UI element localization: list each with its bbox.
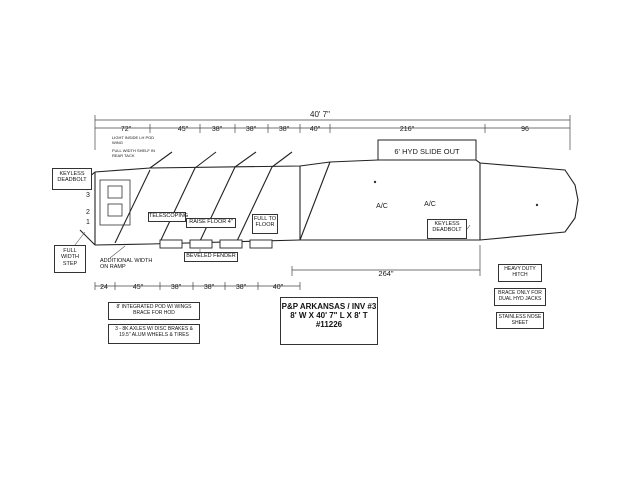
telescoping-callout: TELESCOPING [148, 212, 189, 222]
tack-note-1-label: LIGHT INSIDE LH POD WING [112, 135, 155, 145]
axle-note-box: 3 - 8K AXLES W/ DISC BRAKES & 19.5" ALUM… [108, 324, 200, 344]
full-to-floor-label: FULL TO FLOOR [253, 216, 277, 229]
top-segment-label: 38" [279, 126, 290, 133]
tack-note-2-label: FULL WIDTH SHELF IN REAR TACK [112, 148, 155, 158]
bottom-segment-label: 38" [171, 284, 182, 291]
overall-dimension [94, 115, 571, 150]
top-segment-label: 40" [310, 126, 321, 133]
brace-note-box: BRACE ONLY FOR DUAL HYD JACKS [494, 288, 546, 306]
bottom-segment-label: 40" [273, 284, 284, 291]
hitch-note-box: HEAVY DUTY HITCH [498, 264, 542, 282]
pod-note-label: 8' INTEGRATED POD W/ WINGS BRACE FOR HOD [116, 304, 192, 316]
bottom-segment-label: 24 [100, 284, 108, 291]
tack-note-2-callout: FULL WIDTH SHELF IN REAR TACK [112, 148, 158, 158]
beveled-fender-label: BEVELED FENDER [186, 253, 236, 259]
keyless-deadbolt-left-label: KEYLESS DEADBOLT [57, 171, 87, 184]
full-to-floor-callout: FULL TO FLOOR [252, 214, 278, 234]
keyless-deadbolt-right-callout: KEYLESS DEADBOLT [427, 219, 467, 239]
top-segment-label: 45" [178, 126, 189, 133]
keyless-deadbolt-left-callout: KEYLESS DEADBOLT [52, 168, 92, 190]
raise-floor-label: RAISE FLOOR 4" [189, 219, 233, 225]
divider-number: 1 [86, 219, 90, 226]
rear-tack-area [99, 179, 131, 226]
top-segment-labels: 72" 45" 38" 38" 38" 40" 216" 96 [121, 126, 529, 133]
full-width-step-label: FULL WIDTH STEP [60, 248, 80, 267]
keyless-deadbolt-right-label: KEYLESS DEADBOLT [432, 221, 462, 234]
top-segment-label: 38" [212, 126, 223, 133]
bottom-segment-label: 45" [133, 284, 144, 291]
overall-dimension-label: 40' 7" [310, 110, 330, 119]
fixture-dot [373, 180, 377, 184]
top-segment-dimension-line [95, 124, 570, 133]
top-segment-label: 38" [246, 126, 257, 133]
full-width-step-callout: FULL WIDTH STEP [54, 245, 86, 273]
slide-out-label: 6' HYD SLIDE OUT [394, 147, 460, 156]
top-segment-label: 96 [521, 126, 529, 133]
title-line-2: 8' W X 40' 7" L X 8' T [290, 311, 368, 321]
slide-offset-label: 264" [378, 269, 394, 278]
beveled-fender-callout: BEVELED FENDER [184, 252, 238, 262]
bottom-segment-label: 38" [236, 284, 247, 291]
title-line-3: #11226 [315, 320, 343, 330]
tack-note-1-callout: LIGHT INSIDE LH POD WING [112, 135, 158, 145]
slide-offset-dimension [291, 245, 481, 276]
top-segment-label: 72" [121, 126, 132, 133]
hitch-note-label: HEAVY DUTY HITCH [504, 266, 536, 278]
bottom-segment-dimension-line [94, 282, 301, 290]
bottom-segment-labels: 24 45" 38" 38" 38" 40" [100, 284, 284, 291]
ac-unit-1: A/C [376, 203, 388, 210]
divider-number: 2 [86, 209, 90, 216]
additional-width-label: ADDITIONAL WIDTH ON RAMP [100, 258, 153, 271]
top-segment-label: 216" [400, 126, 415, 133]
title-block: P&P ARKANSAS / INV #3 8' W X 40' 7" L X … [280, 297, 378, 345]
brace-note-label: BRACE ONLY FOR DUAL HYD JACKS [498, 290, 542, 302]
ac-unit-2: A/C [424, 201, 436, 208]
additional-width-callout: ADDITIONAL WIDTH ON RAMP [100, 258, 160, 271]
telescoping-label: TELESCOPING [149, 213, 189, 219]
divider-number: 3 [86, 192, 90, 199]
fixture-dot [535, 203, 539, 207]
raise-floor-callout: RAISE FLOOR 4" [186, 218, 236, 228]
pod-note-box: 8' INTEGRATED POD W/ WINGS BRACE FOR HOD [108, 302, 200, 320]
stainless-note-label: STAINLESS NOSE SHEET [498, 314, 542, 326]
axle-note-label: 3 - 8K AXLES W/ DISC BRAKES & 19.5" ALUM… [115, 326, 193, 338]
stainless-note-box: STAINLESS NOSE SHEET [496, 312, 544, 329]
bottom-segment-label: 38" [204, 284, 215, 291]
trailer-body [79, 151, 579, 246]
title-line-1: P&P ARKANSAS / INV #3 [281, 302, 377, 311]
fenders [159, 239, 273, 249]
